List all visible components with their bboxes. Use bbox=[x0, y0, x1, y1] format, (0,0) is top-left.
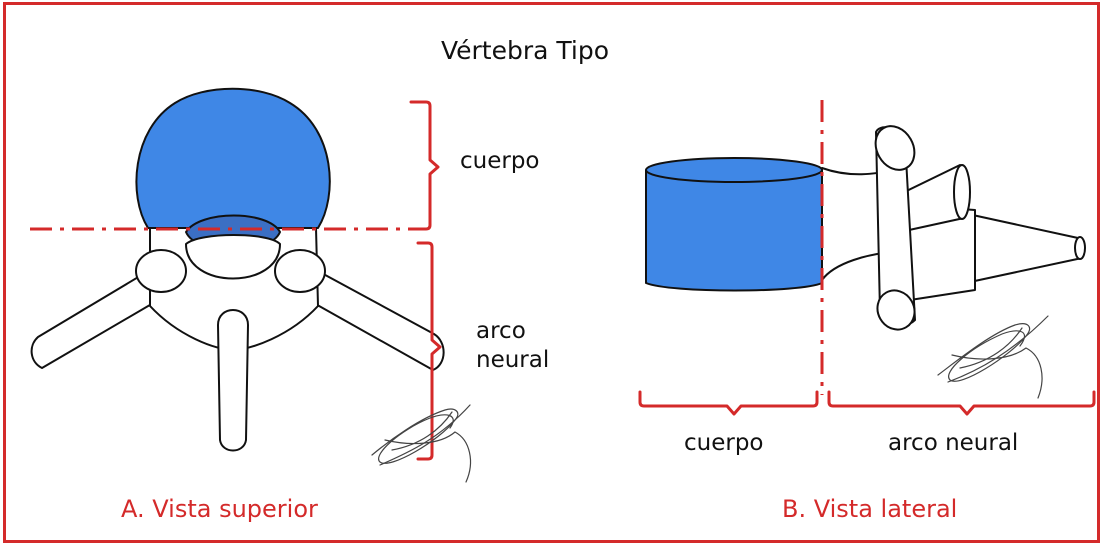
vertebral-body-lateral bbox=[645, 169, 823, 292]
spinous-process-superior bbox=[217, 309, 249, 452]
label-neural-superior: neural bbox=[476, 347, 550, 373]
superior-view-drawing bbox=[30, 87, 445, 452]
superior-articular-facet bbox=[953, 164, 971, 220]
diagram-title: Vértebra Tipo bbox=[440, 36, 610, 65]
caption-vista-lateral: B. Vista lateral bbox=[782, 495, 958, 523]
vertebral-foramen bbox=[185, 234, 281, 280]
label-arco-neural-lateral: arco neural bbox=[888, 430, 1019, 456]
vertebral-body-superior bbox=[135, 87, 331, 229]
brace-cuerpo-lateral bbox=[638, 390, 819, 416]
spinous-process-lateral bbox=[967, 213, 1083, 283]
signature-left bbox=[371, 404, 472, 483]
label-arco-superior: arco bbox=[476, 318, 526, 344]
right-articular-process bbox=[274, 249, 326, 293]
brace-arco-lateral bbox=[827, 390, 1096, 416]
left-transverse-process bbox=[30, 269, 156, 369]
transverse-bottom-facet bbox=[876, 289, 916, 331]
transverse-top-facet bbox=[874, 125, 916, 171]
vertebral-body-top bbox=[645, 157, 823, 183]
lateral-view-drawing bbox=[645, 125, 1086, 331]
right-transverse-process bbox=[311, 269, 445, 371]
left-articular-process bbox=[135, 249, 187, 293]
brace-arco-superior bbox=[416, 241, 442, 461]
spinous-tip-lateral bbox=[1074, 236, 1086, 260]
label-cuerpo-lateral: cuerpo bbox=[684, 430, 764, 456]
caption-vista-superior: A. Vista superior bbox=[121, 495, 318, 523]
signature-right bbox=[937, 315, 1049, 399]
label-cuerpo-superior: cuerpo bbox=[460, 148, 540, 174]
brace-cuerpo-superior bbox=[409, 100, 440, 231]
